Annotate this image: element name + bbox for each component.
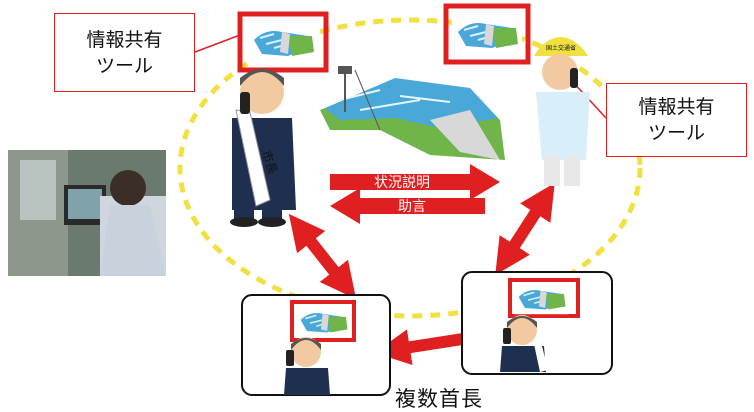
mayor-figure: 市長 (230, 69, 296, 227)
callout-info-tool-left: 情報共有 ツール (54, 13, 195, 92)
callout-left-leader (194, 34, 241, 53)
callout-left-line2: ツール (95, 54, 153, 77)
arrow-explain: 状況説明 (330, 164, 500, 200)
arrow-advice: 助言 (330, 188, 485, 224)
collaboration-circle (177, 17, 643, 319)
arrow-worker-to-leader-right (495, 182, 555, 276)
arrow-explain-label: 状況説明 (374, 175, 430, 191)
office-photo (8, 150, 166, 276)
arrow-advice-label: 助言 (398, 199, 426, 215)
river-illustration (320, 66, 505, 160)
callout-right-line1: 情報共有 (638, 96, 715, 118)
caption-multiple-leaders: 複数首長 (395, 387, 483, 411)
leader-card-left (241, 294, 391, 396)
callout-right-line2: ツール (647, 122, 705, 144)
worker-figure: 国土交通省 (534, 37, 590, 186)
arrow-mayor-to-leader-left (288, 213, 357, 300)
callout-left-line1: 情報共有 (86, 28, 163, 51)
worker-helmet-label: 国土交通省 (546, 44, 576, 52)
callout-info-tool-right: 情報共有 ツール (606, 83, 747, 157)
mayor-sash-label: 市長 (259, 148, 281, 175)
info-tool-screen-left (237, 11, 329, 73)
leader-card-right (461, 271, 613, 375)
info-tool-screen-right (443, 3, 531, 65)
